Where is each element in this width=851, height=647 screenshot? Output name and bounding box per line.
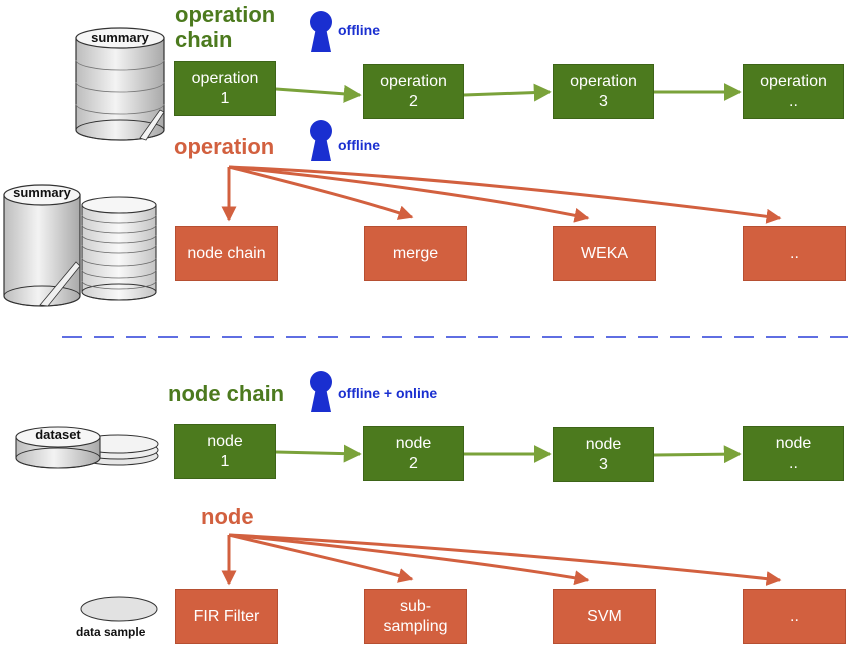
operation-chain-arrows [275,83,742,103]
data-sample-label: data sample [76,625,146,639]
node-chain-title: node chain [168,381,285,406]
node-box-more[interactable]: .. [743,589,846,644]
data-sample-icon [80,596,158,622]
node-fanout-arrows [221,533,782,587]
node-box-3-line2: 3 [599,455,608,473]
operation-box-2-line1: operation [380,72,447,90]
node-box-1[interactable]: node 1 [174,424,276,479]
node-box-4-line2: .. [789,454,798,472]
node-title: node [201,504,254,529]
dataset-label: dataset [35,427,81,442]
node-box-3[interactable]: node 3 [553,427,654,482]
operation-box-3-line1: operation [570,72,637,90]
summary-label-bottom: summary [13,185,71,200]
operation-mode: offline [338,137,380,153]
operation-box-2-line2: 2 [409,92,418,110]
operation-chain-mode: offline [338,22,380,38]
keyhole-icon-3 [310,371,332,412]
node-box-3-line1: node [585,435,622,453]
operation-box-1-line2: 1 [220,89,230,107]
operation-box-1-line1: operation [191,69,259,87]
operation-title: operation [174,134,275,159]
node-box-4-line1: node [775,434,812,452]
operation-box-4-line2: .. [789,92,798,110]
operation-box-4-line1: operation [760,72,827,90]
node-chain-mode: offline + online [338,385,438,401]
node-box-svm[interactable]: SVM [553,589,656,644]
keyhole-icon-2 [310,120,332,161]
operation-box-4[interactable]: operation .. [743,64,844,119]
node-box-subsampling[interactable]: sub- sampling [364,589,467,644]
keyhole-icon-1 [310,11,332,52]
node-box-2-line1: node [395,434,432,452]
node-chain-arrows [275,444,742,464]
operation-box-1[interactable]: operation 1 [174,61,276,116]
node-box-1-line1: node [207,432,243,450]
node-box-fir-filter[interactable]: FIR Filter [175,589,278,644]
operation-box-2[interactable]: operation 2 [363,64,464,119]
op-box-more[interactable]: .. [743,226,846,281]
operation-box-3[interactable]: operation 3 [553,64,654,119]
summary-storage-bottom-icon [3,184,157,307]
summary-label-top: summary [91,30,149,45]
node-box-2[interactable]: node 2 [363,426,464,481]
summary-storage-top-icon [75,27,165,141]
op-box-merge[interactable]: merge [364,226,467,281]
operation-box-3-line2: 3 [599,92,608,110]
op-box-node-chain[interactable]: node chain [175,226,278,281]
node-box-4[interactable]: node .. [743,426,844,481]
node-box-1-line2: 1 [220,452,230,470]
node-box-2-line2: 2 [409,454,418,472]
operation-chain-title: operation chain [175,2,276,52]
op-box-weka[interactable]: WEKA [553,226,656,281]
dataset-storage-icon [15,426,159,469]
operation-fanout-arrows [221,165,782,224]
